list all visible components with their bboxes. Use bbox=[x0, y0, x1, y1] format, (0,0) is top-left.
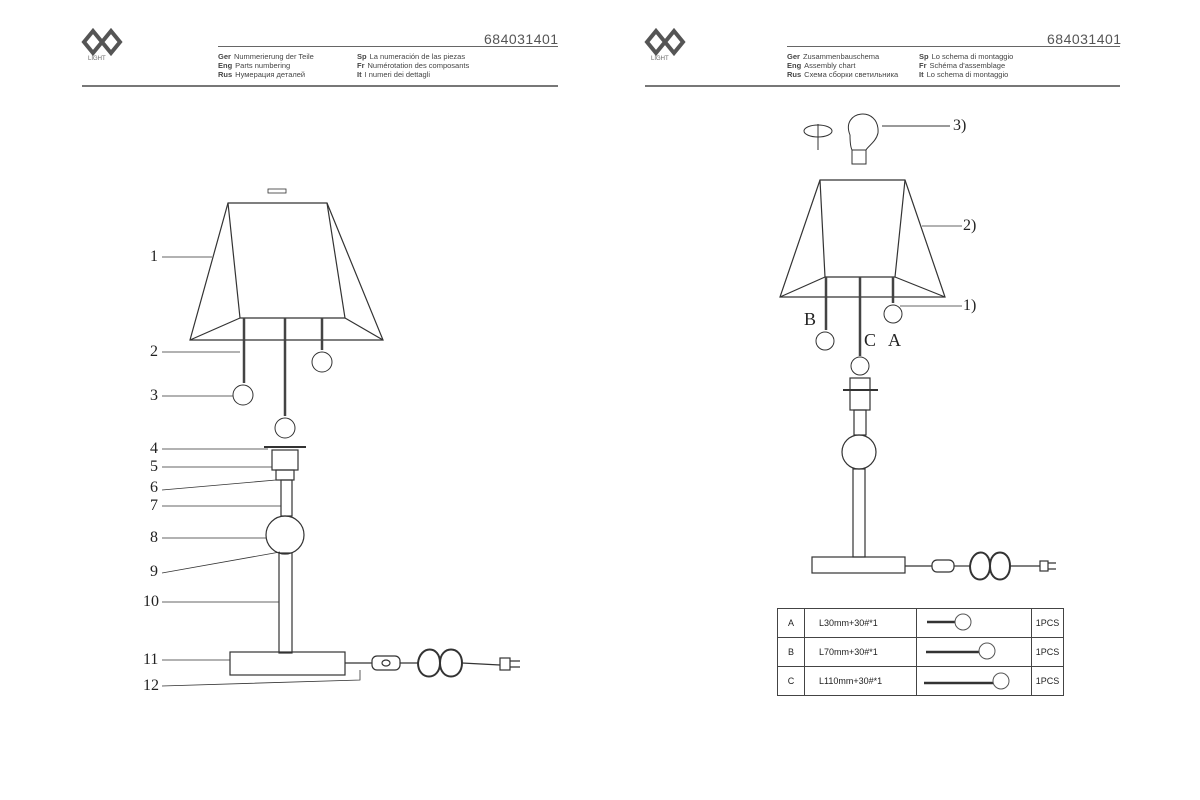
row-letter: C bbox=[777, 666, 805, 696]
part-number: 1 bbox=[150, 248, 158, 265]
step-label: 1) bbox=[963, 297, 977, 314]
part-number: 7 bbox=[150, 497, 158, 514]
right-pendant-chains bbox=[824, 277, 895, 356]
divider bbox=[218, 46, 558, 47]
product-code: 684031401 bbox=[1047, 31, 1122, 47]
logo-text: LIGHT bbox=[651, 56, 669, 62]
row-spec: L30mm+30#*1 bbox=[804, 608, 917, 638]
pendant-image bbox=[916, 608, 1032, 638]
brand-logo-icon bbox=[81, 27, 123, 57]
parts-table: A L30mm+30#*1 1PCS B L70mm+30#*1 1PCS C … bbox=[777, 608, 1064, 696]
pendant-label: B bbox=[804, 309, 817, 329]
part-number: 8 bbox=[150, 529, 158, 546]
row-qty: 1PCS bbox=[1031, 637, 1064, 667]
right-stem-base bbox=[811, 377, 1056, 581]
table-row: A L30mm+30#*1 1PCS bbox=[777, 608, 1064, 638]
part-number: 3 bbox=[150, 387, 158, 404]
pendant-image bbox=[916, 637, 1032, 667]
row-letter: A bbox=[777, 608, 805, 638]
row-qty: 1PCS bbox=[1031, 608, 1064, 638]
step-label: 2) bbox=[963, 217, 977, 234]
header-rule bbox=[645, 85, 1120, 87]
table-row: C L110mm+30#*1 1PCS bbox=[777, 666, 1064, 696]
right-lamp-shade bbox=[779, 179, 962, 307]
part-number: 12 bbox=[143, 677, 159, 694]
part-number: 10 bbox=[143, 593, 159, 610]
pendant-icon bbox=[926, 642, 996, 660]
pendant-image bbox=[916, 666, 1032, 696]
part-number: 11 bbox=[143, 651, 159, 668]
row-letter: B bbox=[777, 637, 805, 667]
part-number: 6 bbox=[150, 479, 158, 496]
left-leader-lines bbox=[161, 256, 361, 687]
step-label: 3) bbox=[953, 117, 967, 134]
part-number: 9 bbox=[150, 563, 158, 580]
left-pendant-chains bbox=[242, 318, 324, 416]
pendant-label: C bbox=[864, 330, 877, 350]
pendant-icon bbox=[924, 672, 1010, 690]
pendant-icon bbox=[927, 613, 972, 631]
pendant-label: A bbox=[888, 330, 901, 350]
logo-text: LIGHT bbox=[88, 56, 106, 62]
left-stem-base bbox=[229, 479, 520, 678]
row-spec: L70mm+30#*1 bbox=[804, 637, 917, 667]
right-bulb bbox=[803, 113, 950, 165]
left-lamp-shade bbox=[189, 188, 384, 341]
part-number: 5 bbox=[150, 458, 158, 475]
row-qty: 1PCS bbox=[1031, 666, 1064, 696]
right-crystal-balls bbox=[815, 304, 903, 376]
table-row: B L70mm+30#*1 1PCS bbox=[777, 637, 1064, 667]
part-number: 2 bbox=[150, 343, 158, 360]
header-rule bbox=[82, 85, 558, 87]
part-number: 4 bbox=[150, 440, 158, 457]
brand-logo-icon bbox=[644, 27, 686, 57]
row-spec: L110mm+30#*1 bbox=[804, 666, 917, 696]
left-socket bbox=[264, 446, 306, 481]
divider bbox=[787, 46, 1120, 47]
product-code: 684031401 bbox=[484, 31, 559, 47]
left-crystal-balls bbox=[232, 351, 333, 439]
